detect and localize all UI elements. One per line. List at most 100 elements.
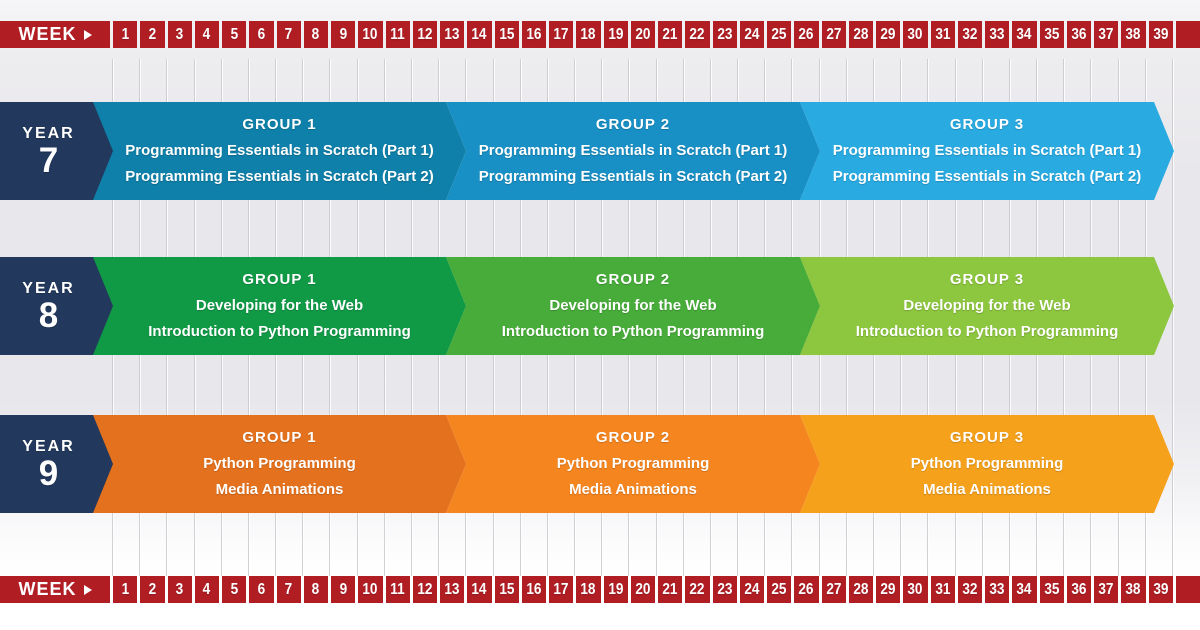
week-cell: 39 — [1148, 21, 1173, 48]
week-number: 11 — [390, 580, 405, 598]
week-number: 31 — [935, 580, 951, 598]
week-number: 34 — [1016, 580, 1032, 598]
course-line: Developing for the Web — [549, 297, 717, 314]
week-number: 39 — [1153, 25, 1169, 43]
week-cell: 13 — [440, 21, 465, 48]
week-number: 11 — [390, 25, 405, 43]
week-number: 6 — [257, 580, 266, 598]
week-cell: 8 — [303, 21, 328, 48]
week-cell: 23 — [712, 576, 737, 603]
week-number: 5 — [230, 25, 238, 43]
week-number: 28 — [853, 25, 869, 43]
year-number: 9 — [38, 453, 59, 493]
week-cell: 39 — [1148, 576, 1173, 603]
week-number: 16 — [526, 25, 542, 43]
week-number: 26 — [798, 580, 814, 598]
week-label-text: WEEK — [18, 24, 77, 44]
week-cell: 24 — [739, 576, 764, 603]
week-cell: 3 — [167, 21, 192, 48]
week-number: 3 — [175, 580, 184, 598]
course-line: Media Animations — [569, 481, 697, 498]
year-word: YEAR — [22, 437, 75, 455]
week-cell: 28 — [848, 21, 873, 48]
week-number: 14 — [471, 25, 487, 43]
group-arrow: GROUP 1 Programming Essentials in Scratch… — [93, 102, 466, 200]
week-number: 2 — [148, 25, 157, 43]
week-cell: 37 — [1094, 576, 1119, 603]
week-number: 7 — [284, 580, 293, 598]
week-cell: 38 — [1121, 576, 1146, 603]
week-cell: 33 — [985, 576, 1010, 603]
week-number: 12 — [417, 580, 433, 598]
week-cell: 14 — [467, 576, 492, 603]
week-label: WEEK — [0, 21, 110, 48]
group-heading: GROUP 2 — [595, 271, 671, 288]
week-cell: 29 — [876, 576, 901, 603]
week-cell: 15 — [494, 576, 519, 603]
week-cell: 17 — [549, 576, 574, 603]
course-line: Programming Essentials in Scratch (Part … — [832, 168, 1142, 185]
week-number: 18 — [580, 580, 596, 598]
week-number: 19 — [608, 580, 624, 598]
course-line: Programming Essentials in Scratch (Part … — [125, 168, 434, 185]
year-word: YEAR — [22, 279, 75, 297]
week-number: 26 — [798, 25, 814, 43]
week-number: 9 — [339, 25, 347, 43]
group-heading: GROUP 3 — [949, 429, 1025, 446]
week-cell: 10 — [358, 21, 383, 48]
week-cell: 20 — [630, 21, 655, 48]
week-number: 38 — [1125, 580, 1141, 598]
week-number: 4 — [203, 25, 211, 43]
week-cell: 24 — [739, 21, 764, 48]
week-cell: 32 — [957, 576, 982, 603]
week-number: 10 — [362, 25, 378, 43]
week-number: 15 — [499, 25, 515, 43]
week-cell: 12 — [412, 21, 437, 48]
week-number: 25 — [771, 25, 787, 43]
week-cell: 7 — [276, 21, 301, 48]
week-cell: 4 — [194, 21, 219, 48]
week-number: 17 — [553, 580, 569, 598]
week-number: 10 — [362, 580, 378, 598]
week-number: 17 — [553, 25, 569, 43]
course-line: Introduction to Python Programming — [148, 323, 411, 340]
week-cell: 25 — [767, 576, 792, 603]
week-cell: 6 — [249, 576, 274, 603]
week-cell: 34 — [1012, 21, 1037, 48]
week-number: 31 — [935, 25, 951, 43]
course-line: Python Programming — [556, 455, 710, 472]
week-number: 29 — [880, 25, 896, 43]
week-cell: 20 — [630, 576, 655, 603]
week-number: 22 — [689, 580, 705, 598]
week-number: 27 — [826, 25, 842, 43]
week-cell: 9 — [331, 21, 356, 48]
week-cell: 6 — [249, 21, 274, 48]
year-word: YEAR — [22, 124, 75, 142]
week-number: 33 — [989, 25, 1005, 43]
week-cell: 28 — [848, 576, 873, 603]
week-cell: 5 — [222, 576, 247, 603]
course-line: Introduction to Python Programming — [501, 323, 765, 340]
week-cell: 8 — [303, 576, 328, 603]
group-heading: GROUP 1 — [242, 429, 317, 446]
group-heading: GROUP 1 — [242, 116, 317, 133]
week-bar-tail — [1176, 576, 1200, 603]
week-cell: 19 — [603, 21, 628, 48]
week-number: 7 — [284, 25, 293, 43]
week-cell: 4 — [194, 576, 219, 603]
week-cell: 27 — [821, 576, 846, 603]
